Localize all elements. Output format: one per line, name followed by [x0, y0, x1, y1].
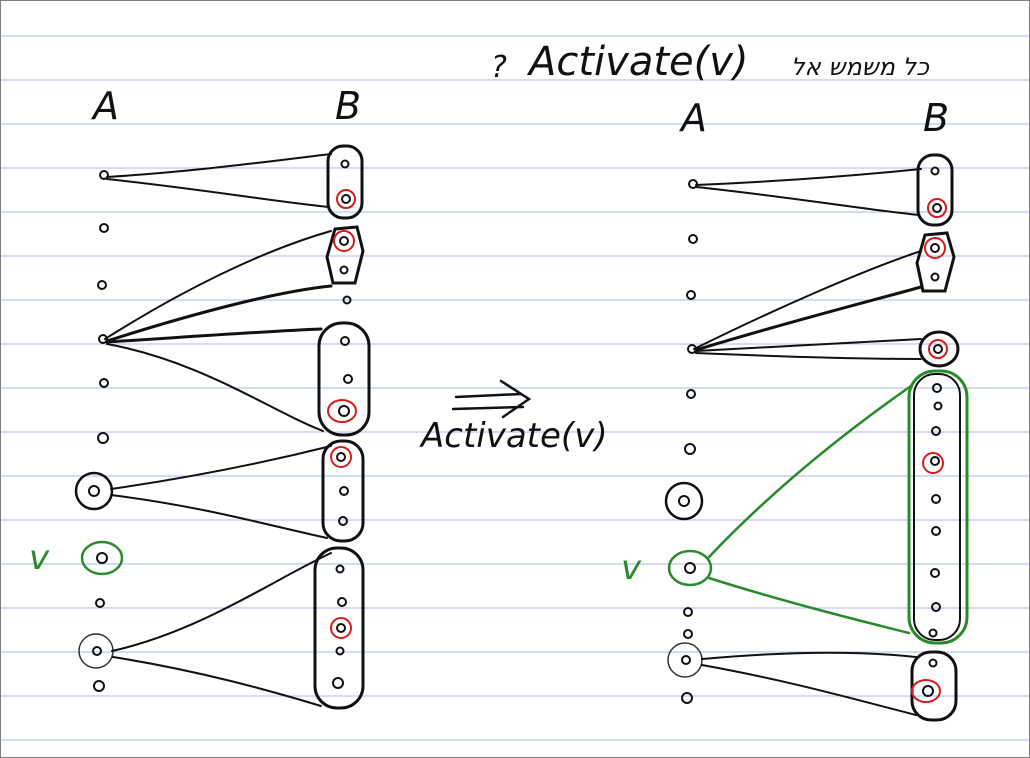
question-func: Activate(v) — [526, 39, 749, 85]
question-mark: ? — [491, 50, 507, 85]
right-a-vertex-ring — [664, 481, 704, 521]
left-a-vertex-ring — [78, 633, 114, 669]
left-a-vertex — [95, 598, 105, 608]
right-v-dot — [684, 562, 696, 574]
left-a-vertex — [88, 485, 100, 497]
right-label-b: B — [923, 96, 949, 140]
right-v-ring — [667, 549, 713, 587]
left-a-vertex — [97, 432, 109, 444]
right-a-vertex — [688, 234, 698, 244]
left-b-cluster-5 — [313, 546, 365, 710]
right-a-vertex — [683, 607, 693, 617]
left-label-b: B — [335, 84, 361, 128]
left-v-dot — [96, 552, 108, 564]
left-a-vertex — [99, 378, 109, 388]
question-hebrew: כל משמש אל — [791, 53, 929, 81]
left-a-vertex — [99, 223, 109, 233]
right-a-vertex — [686, 389, 696, 399]
left-vertex-v — [80, 540, 124, 576]
left-b-cluster-1 — [326, 144, 364, 220]
left-a-vertex — [98, 334, 108, 344]
left-a-vertex — [99, 170, 109, 180]
right-a-vertex — [683, 629, 693, 639]
left-edges — [104, 153, 333, 707]
right-a-vertex — [684, 443, 696, 455]
right-vertex-v — [667, 549, 713, 587]
right-green-edges — [707, 384, 913, 635]
right-a-vertex — [686, 290, 696, 300]
left-b-cluster-3 — [317, 321, 371, 437]
left-v-label: v — [29, 538, 50, 578]
left-b-vertex — [342, 295, 352, 305]
right-edges — [693, 168, 923, 716]
left-a-vertex — [97, 280, 107, 290]
right-graph: v — [621, 153, 969, 722]
right-b-cluster-last — [910, 650, 958, 722]
right-b-cluster-1 — [916, 153, 954, 227]
right-b-cluster-2 — [915, 231, 956, 293]
transform-arrow — [451, 379, 532, 419]
right-b-cluster-3 — [918, 330, 960, 368]
right-a-vertex — [681, 655, 691, 665]
left-a-vertices — [74, 170, 114, 692]
left-b-cluster-2 — [325, 225, 365, 285]
left-v-ring — [80, 540, 124, 576]
left-a-vertex-ring — [74, 471, 114, 511]
left-a-vertex — [93, 680, 105, 692]
ruled-lines — [1, 35, 1029, 741]
left-b-cluster-4 — [321, 439, 365, 543]
right-label-a: A — [678, 96, 707, 140]
right-a-vertices — [664, 179, 704, 704]
left-label-a: A — [90, 84, 119, 128]
right-a-vertex — [681, 692, 693, 704]
arrow-label: Activate(v) — [419, 416, 608, 456]
right-a-vertex — [678, 495, 690, 507]
right-a-vertex-ring — [667, 642, 703, 678]
right-v-label: v — [621, 548, 642, 588]
left-graph: v — [29, 144, 371, 710]
left-a-vertex — [92, 646, 102, 656]
right-b-cluster-merged — [907, 369, 969, 645]
